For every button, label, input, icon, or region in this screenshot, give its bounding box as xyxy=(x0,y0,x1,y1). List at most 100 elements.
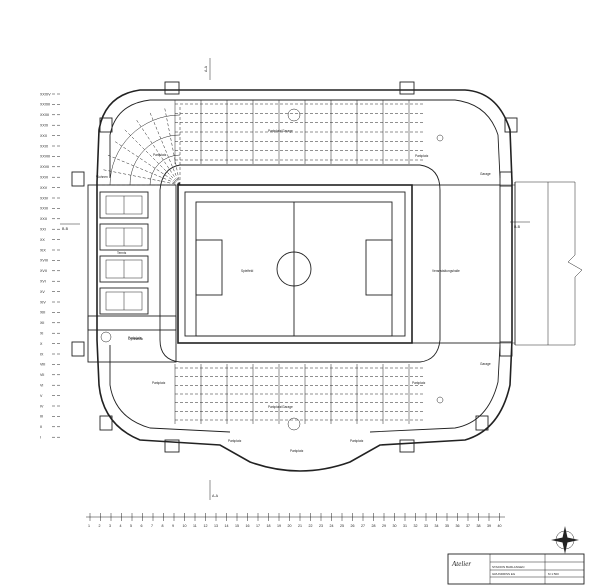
col-axis-label: 21 xyxy=(298,524,302,528)
col-axis-label: 30 xyxy=(393,524,397,528)
row-axis-label: XXX xyxy=(40,134,48,138)
row-axis-label: XXXIII xyxy=(40,103,50,107)
col-axis-label: 39 xyxy=(487,524,491,528)
col-axis-label: 7 xyxy=(151,524,153,528)
col-axis-label: 24 xyxy=(330,524,334,528)
row-axis-label: XXVII xyxy=(40,165,49,169)
col-axis-label: 34 xyxy=(435,524,439,528)
fan-arc xyxy=(109,114,181,186)
left-penalty-box xyxy=(195,239,223,296)
col-axis-label: 38 xyxy=(477,524,481,528)
tennis-block: Tennis Gymnastik Wohnen xyxy=(87,175,177,363)
row-axis-label: XXV xyxy=(40,186,48,190)
row-axis-label: V xyxy=(40,394,43,398)
col-axis-label: 33 xyxy=(424,524,428,528)
section-bottom-mark: A-A xyxy=(212,494,219,498)
section-top-mark: A-A xyxy=(204,65,208,72)
row-axis-label: IV xyxy=(40,404,44,408)
row-axis-label: VIII xyxy=(40,363,45,367)
row-axis-label: XXXIV xyxy=(40,92,51,96)
row-axis-label: XXIX xyxy=(40,144,49,148)
col-axis-label: 31 xyxy=(403,524,407,528)
row-axis-label: XXXI xyxy=(40,124,48,128)
bottom-stand-label: Parkplatz/Garage xyxy=(268,405,293,409)
row-axis-label: VII xyxy=(40,373,44,377)
building-outline xyxy=(96,89,513,472)
row-axis-label: XI xyxy=(40,332,43,336)
col-axis-label: 11 xyxy=(193,524,197,528)
row-axis-label: XX xyxy=(40,238,45,242)
col-axis-label: 35 xyxy=(445,524,449,528)
bot-right-label: Parkplatz xyxy=(412,381,426,385)
fan-ray xyxy=(164,108,181,186)
col-axis-label: 37 xyxy=(466,524,470,528)
hall-label: Veranstaltungshalle xyxy=(432,269,460,273)
col-axis-label: 10 xyxy=(183,524,187,528)
gym-label: Gymnastik xyxy=(128,337,143,341)
pitch-label: Spielfeld xyxy=(241,269,253,273)
col-axis-label: 17 xyxy=(256,524,260,528)
row-axis-label: IX xyxy=(40,352,44,356)
fan-ray xyxy=(124,129,181,186)
col-axis-label: 19 xyxy=(277,524,281,528)
drawing-scale: M 1:500 xyxy=(548,572,559,576)
fan-ray xyxy=(136,120,181,186)
low-left-label: Parkplatz xyxy=(228,439,242,443)
fan-ray xyxy=(103,169,181,186)
row-axis-label: XXIII xyxy=(40,207,48,211)
left-top-label: Parkplatz xyxy=(153,153,167,157)
centre-circle xyxy=(276,251,312,287)
col-axis-label: 25 xyxy=(340,524,344,528)
row-axis-label: XXVIII xyxy=(40,155,50,159)
row-axis-label: I xyxy=(40,436,41,440)
row-axis-label: XVI xyxy=(40,280,46,284)
left-small-label: Wohnen xyxy=(96,175,108,179)
col-axis-label: 22 xyxy=(309,524,313,528)
row-axis-label: XXII xyxy=(40,217,47,221)
col-axis-label: 28 xyxy=(372,524,376,528)
top-mid-label: Parkplatz xyxy=(415,154,429,158)
north-arrow-icon xyxy=(551,526,579,554)
bot-left-label: Parkplatz xyxy=(152,381,166,385)
left-bot-label: Parkplatz xyxy=(128,336,142,340)
col-axis-label: 23 xyxy=(319,524,323,528)
col-axis-label: 1 xyxy=(88,524,90,528)
logo-text: Atelier xyxy=(451,560,471,568)
row-grid-axis: XXXIVXXXIIIXXXIIXXXIXXXXXIXXXVIIIXXVIIXX… xyxy=(40,92,62,440)
low-right-label: Parkplatz xyxy=(350,439,364,443)
col-axis-label: 20 xyxy=(288,524,292,528)
col-axis-label: 5 xyxy=(130,524,132,528)
garage-top-label: Garage xyxy=(480,172,491,176)
col-axis-label: 16 xyxy=(246,524,250,528)
pitch-area: Spielfeld xyxy=(177,184,413,344)
col-axis-label: 2 xyxy=(99,524,101,528)
bottom-stand-seating xyxy=(174,364,425,424)
col-axis-label: 8 xyxy=(162,524,164,528)
fan-ray xyxy=(115,141,181,186)
fan-arc xyxy=(149,154,181,186)
section-right-mark: B-B xyxy=(514,225,521,229)
col-axis-label: 15 xyxy=(235,524,239,528)
col-axis-label: 32 xyxy=(414,524,418,528)
row-axis-label: III xyxy=(40,415,43,419)
section-left-mark: B-B xyxy=(62,227,69,231)
row-axis-label: XIX xyxy=(40,248,46,252)
right-penalty-box xyxy=(365,239,393,296)
row-axis-label: II xyxy=(40,425,42,429)
col-axis-label: 4 xyxy=(120,524,122,528)
garage-bot-label: Garage xyxy=(480,362,491,366)
row-axis-label: XXXII xyxy=(40,113,49,117)
fan-arc xyxy=(129,134,181,186)
row-axis-label: X xyxy=(40,342,43,346)
col-axis-label: 9 xyxy=(172,524,174,528)
row-axis-label: XXI xyxy=(40,228,46,232)
col-axis-label: 27 xyxy=(361,524,365,528)
row-axis-label: XIII xyxy=(40,311,45,315)
row-axis-label: XXVI xyxy=(40,176,48,180)
col-axis-label: 36 xyxy=(456,524,460,528)
col-axis-label: 6 xyxy=(141,524,143,528)
project-name: STADION BARLANGEN xyxy=(492,565,524,569)
col-axis-label: 12 xyxy=(204,524,208,528)
